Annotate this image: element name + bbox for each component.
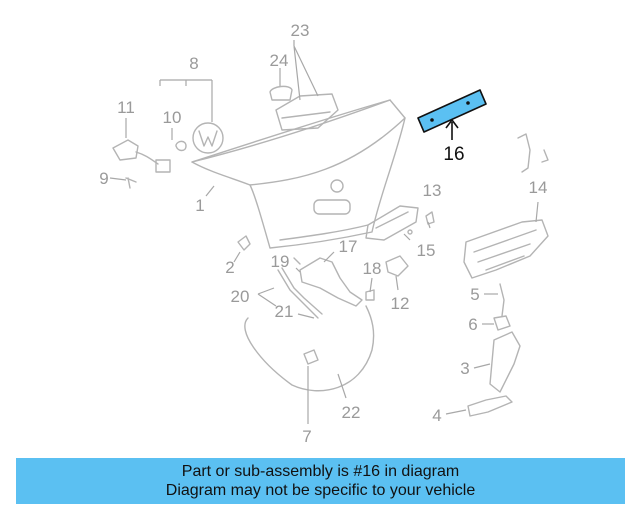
lock-cylinder-part bbox=[112, 139, 171, 189]
callout-23: 23 bbox=[291, 21, 310, 40]
callout-21: 21 bbox=[275, 302, 294, 321]
actuator-part bbox=[365, 255, 409, 301]
leader-lines bbox=[109, 40, 539, 424]
callout-5: 5 bbox=[470, 285, 479, 304]
lock-mechanism-part bbox=[467, 283, 521, 417]
callout-11: 11 bbox=[117, 98, 135, 117]
callout-3: 3 bbox=[460, 359, 469, 378]
handle-part bbox=[365, 205, 419, 241]
callout-16-highlighted: 16 bbox=[443, 144, 464, 165]
license-plate-trim-highlighted[interactable] bbox=[417, 89, 487, 133]
callout-15: 15 bbox=[417, 241, 436, 260]
callout-4: 4 bbox=[432, 406, 441, 425]
callout-9: 9 bbox=[99, 169, 108, 188]
trunk-release-switch-part bbox=[269, 85, 339, 131]
bolt-part bbox=[425, 211, 435, 225]
callout-18: 18 bbox=[363, 259, 382, 278]
callout-19: 19 bbox=[271, 252, 290, 271]
trunk-lid-part bbox=[191, 99, 406, 249]
hinge-assembly-part bbox=[277, 257, 363, 319]
latch-assembly-part bbox=[463, 133, 549, 279]
part-info-banner: Part or sub-assembly is #16 in diagram D… bbox=[16, 458, 625, 504]
clip-part bbox=[303, 349, 319, 365]
callout-20: 20 bbox=[231, 287, 250, 306]
bumper-stop-part bbox=[237, 235, 251, 251]
callout-24: 24 bbox=[270, 51, 289, 70]
weatherstrip-part bbox=[244, 305, 375, 392]
callout-6: 6 bbox=[468, 315, 477, 334]
callout-12: 12 bbox=[391, 294, 410, 313]
callout-17: 17 bbox=[339, 237, 358, 256]
emblem-part bbox=[175, 122, 224, 154]
banner-line-disclaimer: Diagram may not be specific to your vehi… bbox=[165, 482, 476, 499]
banner-line-part: Part or sub-assembly is #16 in diagram bbox=[181, 463, 460, 480]
callout-22: 22 bbox=[342, 403, 361, 422]
callout-8: 8 bbox=[189, 54, 198, 73]
callout-14: 14 bbox=[529, 178, 548, 197]
callout-13: 13 bbox=[423, 181, 442, 200]
parts-diagram: 1 2 3 4 5 6 7 8 9 10 11 12 13 14 15 16 1… bbox=[99, 21, 549, 446]
callout-1: 1 bbox=[195, 196, 204, 215]
callout-7: 7 bbox=[302, 427, 311, 446]
callout-10: 10 bbox=[163, 108, 182, 127]
callout-2: 2 bbox=[225, 258, 234, 277]
